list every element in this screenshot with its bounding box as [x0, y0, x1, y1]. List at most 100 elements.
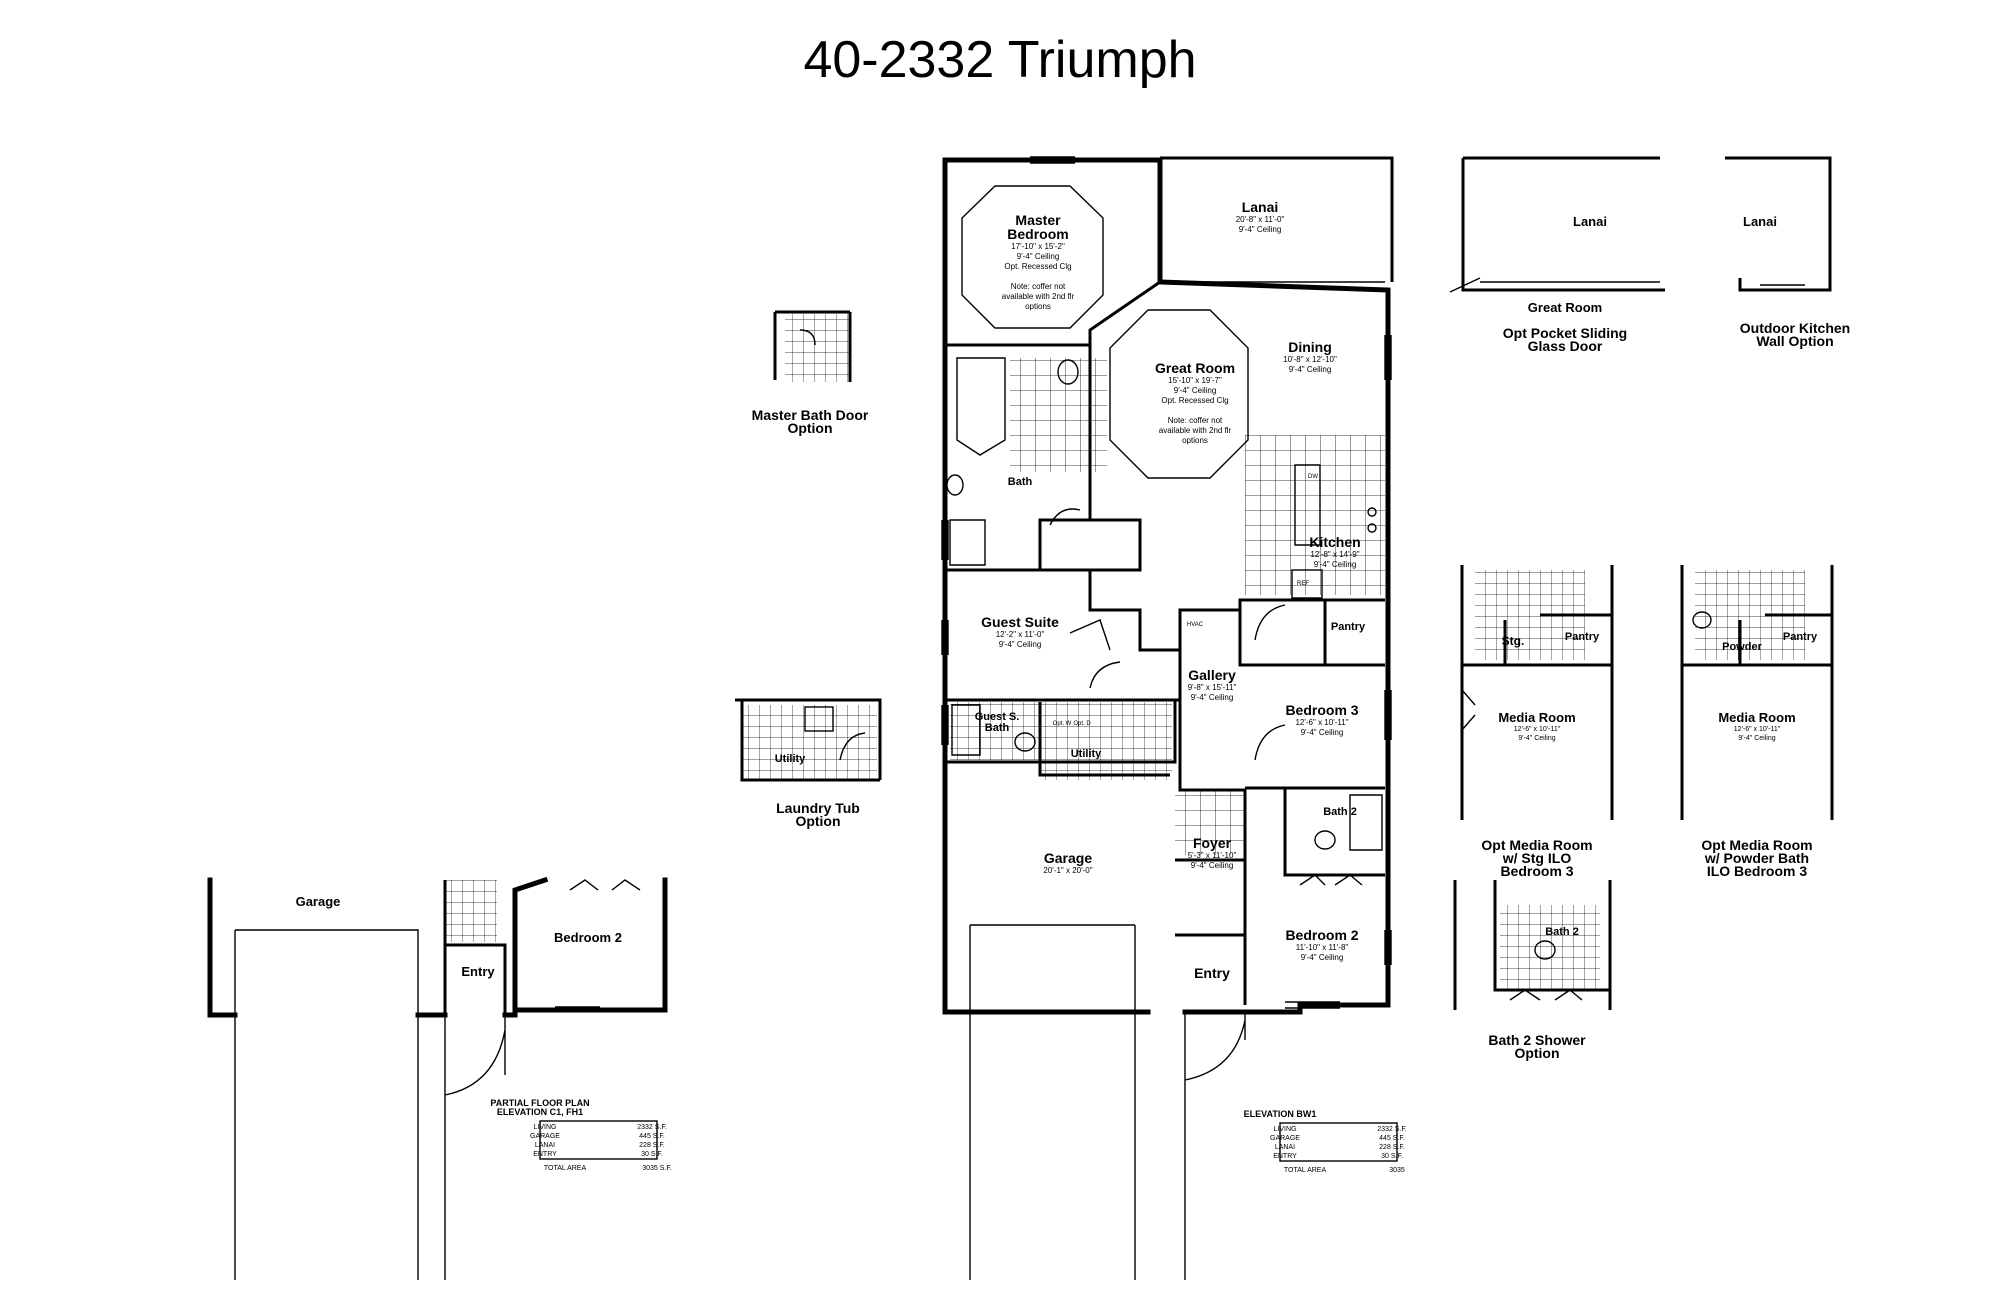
plan-title: 40-2332 Triumph: [803, 31, 1197, 89]
wall: [1175, 858, 1247, 1005]
window: [1285, 1001, 1340, 1009]
room-5-name: Kitchen: [1309, 534, 1360, 550]
room-2-dims: Opt. Recessed Clg: [1161, 396, 1228, 405]
fixture-label: HVAC: [1187, 622, 1204, 628]
partial-area-table-total-label: TOTAL AREA: [544, 1165, 587, 1172]
room-16-name: Bedroom 2: [1285, 927, 1358, 943]
range: [1367, 507, 1377, 517]
pocket-door-caption: Opt Pocket Sliding: [1503, 325, 1627, 341]
room-4-name: Bath: [1008, 476, 1033, 488]
media-powder-dims: 12'-6" x 10'-11": [1734, 726, 1781, 733]
partial-area-table-total-value: 3035 S.F.: [642, 1165, 672, 1172]
partial-entry-label: Entry: [461, 964, 495, 979]
door-swing: [1069, 619, 1111, 651]
room-14-dims: 9'-4" Ceiling: [1191, 861, 1234, 870]
room-8-dims: 9'-8" x 15'-11": [1188, 683, 1237, 692]
main-area-table-row-value: 228 S.F.: [1379, 1144, 1405, 1151]
entry-walk: [1184, 1012, 1246, 1280]
kitchen-tile: [1245, 435, 1385, 595]
wall: [945, 700, 1177, 764]
window: [941, 520, 949, 560]
fixture-label: REF: [1297, 581, 1309, 587]
room-8-name: Gallery: [1188, 667, 1236, 683]
master-toilet: [1057, 359, 1079, 385]
lanai-pocket-door-drawing: [1449, 156, 1665, 293]
main-area-table-heading: ELEVATION BW1: [1244, 1109, 1317, 1119]
window: [1384, 930, 1392, 965]
foyer-tile: [1175, 790, 1245, 855]
door-swing: [1089, 661, 1121, 689]
partial-area-table-heading: ELEVATION C1, FH1: [497, 1107, 583, 1117]
room-1-dims: 9'-4" Ceiling: [1239, 225, 1282, 234]
wall: [1088, 570, 1180, 652]
room-0-name: Master: [1015, 212, 1061, 228]
media-powder-caption: Opt Media Room: [1701, 837, 1812, 853]
wall: [1038, 702, 1170, 777]
main-area-table-row-label: LANAI: [1275, 1144, 1295, 1151]
stg-pantry-label: Pantry: [1565, 631, 1600, 643]
partial-area-table-box: [539, 1120, 658, 1160]
bath2-tub: [1349, 794, 1383, 851]
fixture-label: Opt. D: [1073, 721, 1091, 727]
fridge: [1291, 569, 1323, 599]
room-15-name: Entry: [1194, 965, 1230, 981]
media-stg-caption: w/ Stg ILO: [1502, 850, 1572, 866]
room-0-dims: available with 2nd flr: [1002, 292, 1075, 301]
master-coffer: [961, 185, 1104, 329]
room-2-dims: options: [1182, 436, 1208, 445]
main-area-table-row-value: 445 S.F.: [1379, 1135, 1405, 1142]
room-6-dims: 9'-4" Ceiling: [999, 640, 1042, 649]
stg-label: Stg.: [1502, 634, 1525, 648]
main-area-table-row-value: 2332 S.F.: [1377, 1126, 1407, 1133]
room-13-name: Garage: [1044, 850, 1092, 866]
main-plan: [941, 156, 1394, 1280]
bath2-shower-caption: Bath 2 Shower: [1488, 1032, 1586, 1048]
main-area-table-box: [1279, 1122, 1398, 1162]
opt-lanai-label: Lanai: [1573, 214, 1607, 229]
room-6-name: Guest Suite: [981, 614, 1059, 630]
laundry-tub-option-drawing: [735, 698, 882, 782]
room-3-name: Dining: [1288, 339, 1332, 355]
main-area-table-total-value: 3035: [1389, 1167, 1405, 1174]
media-powder-caption: ILO Bedroom 3: [1707, 863, 1808, 879]
room-12-name: Bath 2: [1323, 806, 1357, 818]
room-5-dims: 9'-4" Ceiling: [1314, 560, 1357, 569]
master-sink: [946, 474, 964, 496]
master-shower: [949, 519, 986, 566]
room-1-dims: 20'-8" x 11'-0": [1236, 215, 1285, 224]
outdoor-kitchen-caption: Outdoor Kitchen: [1740, 320, 1850, 336]
guest-tub: [951, 704, 981, 756]
outdoor-kitchen-wall-drawing: [1725, 156, 1832, 292]
partial-area-table-row-label: GARAGE: [530, 1133, 560, 1140]
room-2-dims: 9'-4" Ceiling: [1174, 386, 1217, 395]
room-3-dims: 9'-4" Ceiling: [1289, 365, 1332, 374]
partial-area-table-row-label: ENTRY: [533, 1151, 557, 1158]
room-10-name: Guest S.: [975, 711, 1020, 723]
master-bath-door-caption: Master Bath Door: [752, 407, 869, 423]
room-16-dims: 11'-10" x 11'-8": [1296, 943, 1349, 952]
room-0-dims: 17'-10" x 15'-2": [1011, 242, 1065, 251]
master-closet-door: [1040, 508, 1140, 526]
room-9-name: Bedroom 3: [1285, 702, 1358, 718]
room-10-name: Bath: [985, 722, 1010, 734]
room-2-dims: available with 2nd flr: [1159, 426, 1232, 435]
room-8-dims: 9'-4" Ceiling: [1191, 693, 1234, 702]
room-9-dims: 12'-6" x 10'-11": [1295, 718, 1348, 727]
partial-area-table-heading: PARTIAL FLOOR PLAN: [490, 1098, 589, 1108]
room-13-dims: 20'-1" x 20'-0": [1043, 866, 1092, 875]
outdoor-lanai-label: Lanai: [1743, 214, 1777, 229]
main-area-table-row-label: ENTRY: [1273, 1153, 1297, 1160]
master-bath-door-option-drawing: [773, 310, 852, 382]
room-7-name: Pantry: [1331, 621, 1366, 633]
lanai-outline: [1160, 156, 1394, 282]
window: [941, 620, 949, 655]
wall: [1245, 786, 1385, 877]
partial-area-table-row-label: LANAI: [535, 1142, 555, 1149]
pocket-door-caption: Glass Door: [1528, 338, 1603, 354]
partial-area-table-row-value: 445 S.F.: [639, 1133, 665, 1140]
laundry-tub-caption: Laundry Tub: [776, 800, 860, 816]
partial-area-table-row-label: LIVING: [534, 1124, 557, 1131]
master-bath-door-caption: Option: [787, 420, 832, 436]
exterior-wall: [942, 157, 1391, 1015]
